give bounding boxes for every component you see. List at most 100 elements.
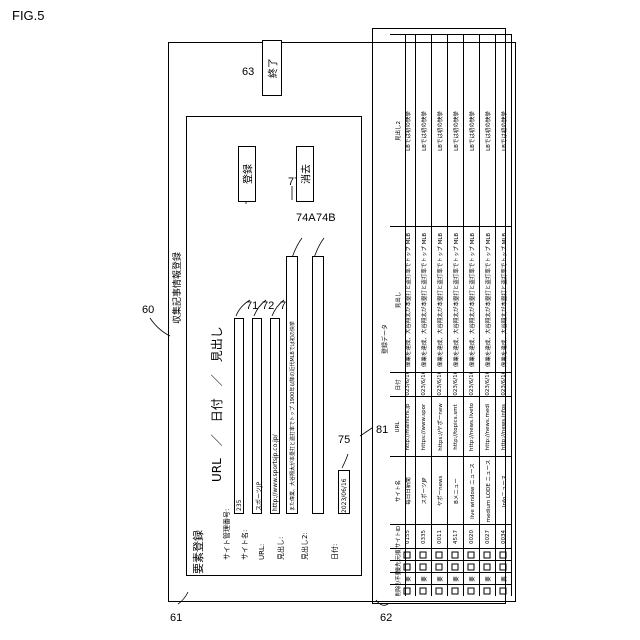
table-cell-sname: Bメニュー xyxy=(448,456,464,524)
table-cell-head2-text: LBでは初の快挙 xyxy=(420,111,428,151)
site-name-field[interactable]: スポーツJP xyxy=(252,318,262,514)
url-field[interactable]: http://www.sportsjp.co.jp/ xyxy=(270,318,280,514)
ref-61: 61 xyxy=(170,612,182,624)
headline2-field[interactable] xyxy=(312,256,324,514)
table-cell-orig[interactable] xyxy=(432,548,448,560)
label-site-name: サイト名: xyxy=(240,530,250,560)
table-cell-del[interactable] xyxy=(432,584,448,596)
table-cell-url-text: https://ヤポーnew xyxy=(436,403,444,451)
register-button[interactable]: 登録 xyxy=(238,146,256,202)
delete-checkbox[interactable] xyxy=(435,551,442,558)
table-cell-sname: 毎日日新聞 xyxy=(400,456,416,524)
delete-checkbox[interactable] xyxy=(499,551,506,558)
delete-checkbox[interactable] xyxy=(403,563,410,570)
site-id-value: 235 xyxy=(236,500,243,511)
delete-checkbox[interactable] xyxy=(451,587,458,594)
table-cell-prio[interactable] xyxy=(400,560,416,572)
delete-checkbox[interactable] xyxy=(403,587,410,594)
table-cell-date: 2023/6/16 xyxy=(480,372,496,396)
table-cell-url-text: http://news.infos xyxy=(501,403,507,449)
headline-value: また偉業、大谷翔太が本塁打と盗打率でトップ 1900年以降の近代MLBでは初の快… xyxy=(289,321,296,511)
table-cell-orig[interactable] xyxy=(480,548,496,560)
table-cell-orig[interactable] xyxy=(496,548,512,560)
table-cell-orig[interactable] xyxy=(464,548,480,560)
table-cell-date: 2023/6/16 xyxy=(448,372,464,396)
table-cell-sname: medium LODE ニュース xyxy=(480,456,496,524)
table-cell-date: 2023/6/16 xyxy=(464,372,480,396)
clear-button[interactable]: 消去 xyxy=(296,146,314,202)
table-cell-orig[interactable] xyxy=(416,548,432,560)
delete-checkbox[interactable] xyxy=(499,563,506,570)
delete-checkbox[interactable] xyxy=(419,587,426,594)
delete-checkbox[interactable] xyxy=(467,587,474,594)
table-cell-del[interactable] xyxy=(496,584,512,596)
table-cell-prio[interactable] xyxy=(432,560,448,572)
table-cell-sname: スポーツJP xyxy=(416,456,432,524)
table-cell-prio[interactable] xyxy=(416,560,432,572)
table-cell-del[interactable] xyxy=(400,584,416,596)
delete-checkbox[interactable] xyxy=(483,587,490,594)
date-field[interactable]: 2023/06/16 xyxy=(338,470,350,514)
table-cell-del[interactable] xyxy=(448,584,464,596)
table-cell-url-text: http://topics.smt xyxy=(453,404,459,449)
table-cell-prio[interactable] xyxy=(480,560,496,572)
delete-checkbox[interactable] xyxy=(419,551,426,558)
table-cell-date: 2023/6/16 xyxy=(400,372,416,396)
table-cell-head-text: 偉業を達成、大谷翔太が本塁打と盗打率でトップ MLB xyxy=(404,232,412,366)
table-cell-head2-text: LBでは初の快挙 xyxy=(484,111,492,151)
table-cell-sname-text: Bメニュー xyxy=(452,478,460,504)
table-cell-prio[interactable] xyxy=(448,560,464,572)
table-cell-need: 要 xyxy=(480,572,496,584)
table-cell-date-text: 2023/6/16 xyxy=(453,372,459,396)
delete-checkbox[interactable] xyxy=(435,587,442,594)
delete-checkbox[interactable] xyxy=(467,563,474,570)
table-cell-need: 要 xyxy=(416,572,432,584)
delete-checkbox[interactable] xyxy=(419,563,426,570)
table-cell-orig[interactable] xyxy=(400,548,416,560)
headline-field[interactable]: また偉業、大谷翔太が本塁打と盗打率でトップ 1900年以降の近代MLBでは初の快… xyxy=(286,256,298,514)
table-cell-url: http://news.medi xyxy=(480,396,496,456)
table-cell-sid-text: 0155 xyxy=(405,530,411,544)
end-button[interactable]: 終了 xyxy=(262,40,282,96)
table-cell-del[interactable] xyxy=(480,584,496,596)
table-cell-date-text: 2023/6/16 xyxy=(469,372,475,396)
table-cell-head2: LBでは初の快挙 xyxy=(480,34,496,226)
delete-checkbox[interactable] xyxy=(467,551,474,558)
table-cell-sname-text: Infoニュース xyxy=(500,474,508,506)
table-cell-need: 要 xyxy=(400,572,416,584)
site-id-field[interactable]: 235 xyxy=(234,318,244,514)
table-cell-head2: LBでは初の快挙 xyxy=(416,34,432,226)
delete-checkbox[interactable] xyxy=(451,551,458,558)
table-cell-head2-text: LBでは初の快挙 xyxy=(404,111,412,151)
table-cell-head2-text: LBでは初の快挙 xyxy=(468,111,476,151)
delete-checkbox[interactable] xyxy=(483,563,490,570)
table-cell-orig[interactable] xyxy=(448,548,464,560)
table-cell-url: https://ヤポーnew xyxy=(432,396,448,456)
table-cell-prio[interactable] xyxy=(464,560,480,572)
delete-checkbox[interactable] xyxy=(435,563,442,570)
table-cell-head: 偉業を達成、大谷翔太が本塁打と盗打率でトップ MLB xyxy=(432,226,448,372)
table-cell-head2-text: LBでは初の快挙 xyxy=(452,111,460,151)
table-cell-date: 2023/6/16 xyxy=(432,372,448,396)
table-cell-sid-text: 0027 xyxy=(485,530,491,544)
table-cell-prio[interactable] xyxy=(496,560,512,572)
table-cell-del[interactable] xyxy=(464,584,480,596)
table-cell-need: 要 xyxy=(464,572,480,584)
table-cell-sid-text: 4517 xyxy=(453,530,459,544)
table-caption: 登録データ xyxy=(380,324,389,354)
site-name-value: スポーツJP xyxy=(254,482,263,511)
table-cell-need: 要 xyxy=(448,572,464,584)
table-cell-url-text: http://news.liveto xyxy=(469,402,475,450)
table-cell-need-text: 要 xyxy=(500,576,508,582)
delete-checkbox[interactable] xyxy=(483,551,490,558)
delete-checkbox[interactable] xyxy=(499,587,506,594)
table-cell-date: 2023/6/16 xyxy=(416,372,432,396)
table-cell-url: http://mainichi.jp xyxy=(400,396,416,456)
delete-checkbox[interactable] xyxy=(403,551,410,558)
table-cell-date-text: 2023/6/16 xyxy=(485,372,491,396)
table-cell-sname-text: ヤポーnews xyxy=(436,475,444,506)
label-headline2: 見出し2: xyxy=(300,532,310,560)
delete-checkbox[interactable] xyxy=(451,563,458,570)
table-cell-del[interactable] xyxy=(416,584,432,596)
table-cell-url-text: http://mainichi.jp xyxy=(405,403,411,450)
